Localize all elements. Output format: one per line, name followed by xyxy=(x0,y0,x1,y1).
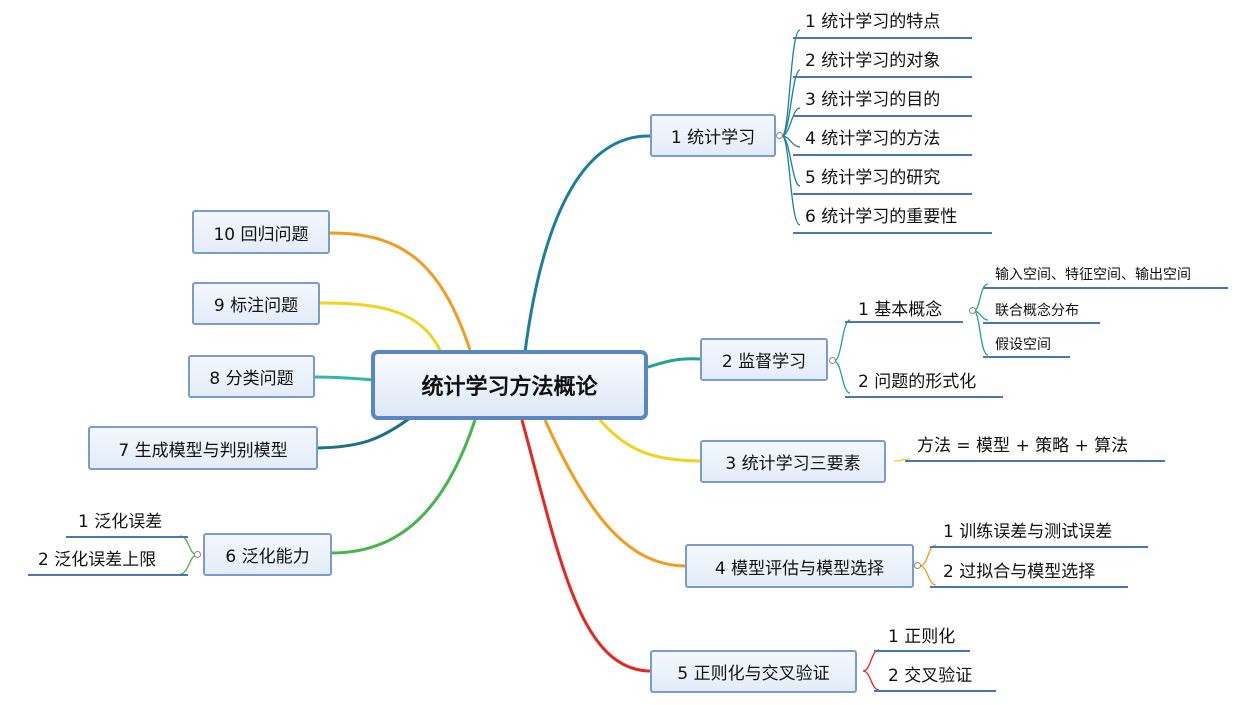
b2-grandchild-hypothesis-space[interactable]: 假设空间 xyxy=(995,337,1051,353)
branch-classification[interactable]: 8 分类问题 xyxy=(188,355,315,398)
b2-child-basic-concepts[interactable]: 1 基本概念 xyxy=(858,300,943,320)
connector-b7 xyxy=(317,416,411,450)
b5-child-2[interactable]: 2 交叉验证 xyxy=(888,666,973,686)
b1-children-connectors xyxy=(781,29,801,226)
b1-child-3[interactable]: 3 统计学习的目的 xyxy=(805,90,941,110)
b2-children-underlines xyxy=(845,287,1228,398)
branch-supervised-learning[interactable]: 2 监督学习 xyxy=(700,338,828,381)
branch-generative-discriminative[interactable]: 7 生成模型与判别模型 xyxy=(88,426,318,470)
b1-child-6[interactable]: 6 统计学习的重要性 xyxy=(805,207,958,227)
connector-b1 xyxy=(523,134,651,353)
branch-regression[interactable]: 10 回归问题 xyxy=(192,210,330,254)
b4-child-2[interactable]: 2 过拟合与模型选择 xyxy=(943,562,1096,582)
b3-child-connector xyxy=(893,458,911,462)
b3-child-formula[interactable]: 方法 = 模型 + 策略 + 算法 xyxy=(917,436,1129,456)
connector-b8 xyxy=(314,375,375,382)
b2-grandchild-spaces[interactable]: 输入空间、特征空间、输出空间 xyxy=(995,267,1191,283)
branch-statistical-learning[interactable]: 1 统计学习 xyxy=(650,114,776,157)
b4-children-underlines xyxy=(930,546,1148,588)
b4-collapse-toggle[interactable] xyxy=(914,562,921,569)
b6-child-1[interactable]: 1 泛化误差 xyxy=(78,512,163,532)
b2-collapse-toggle[interactable] xyxy=(829,357,836,364)
b1-child-4[interactable]: 4 统计学习的方法 xyxy=(805,129,941,149)
connector-b9 xyxy=(319,301,442,351)
b1-child-5[interactable]: 5 统计学习的研究 xyxy=(805,168,941,188)
b4-child-1[interactable]: 1 训练误差与测试误差 xyxy=(943,522,1113,542)
b1-child-1[interactable]: 1 统计学习的特点 xyxy=(805,12,941,32)
branch-model-evaluation[interactable]: 4 模型评估与模型选择 xyxy=(685,544,914,588)
b6-child-2[interactable]: 2 泛化误差上限 xyxy=(38,550,157,570)
connector-b2 xyxy=(644,357,701,370)
b6-collapse-toggle[interactable] xyxy=(194,551,201,558)
connector-b3 xyxy=(598,419,701,463)
central-topic[interactable]: 统计学习方法概论 xyxy=(371,350,648,420)
branch-tagging[interactable]: 9 标注问题 xyxy=(192,282,320,325)
connector-b5 xyxy=(520,419,651,673)
connector-b10 xyxy=(329,231,472,351)
b1-child-2[interactable]: 2 统计学习的对象 xyxy=(805,51,941,71)
b1-collapse-toggle[interactable] xyxy=(776,132,783,139)
branch-generalization[interactable]: 6 泛化能力 xyxy=(203,533,332,576)
b4-children-connectors xyxy=(919,544,937,586)
b5-children-underlines xyxy=(874,650,996,692)
b2-sub1-collapse-toggle[interactable] xyxy=(969,307,976,314)
b5-child-1[interactable]: 1 正则化 xyxy=(888,627,956,647)
b5-children-connectors xyxy=(862,649,880,691)
b6-children-underlines xyxy=(28,536,188,576)
b2-grandchild-joint-distribution[interactable]: 联合概念分布 xyxy=(995,303,1079,319)
b1-children-underlines xyxy=(793,37,992,234)
connector-b6 xyxy=(331,419,477,555)
connector-b4 xyxy=(543,419,686,568)
b2-child-formalization[interactable]: 2 问题的形式化 xyxy=(858,372,977,392)
branch-three-elements[interactable]: 3 统计学习三要素 xyxy=(700,440,886,483)
branch-regularization[interactable]: 5 正则化与交叉验证 xyxy=(650,650,857,693)
